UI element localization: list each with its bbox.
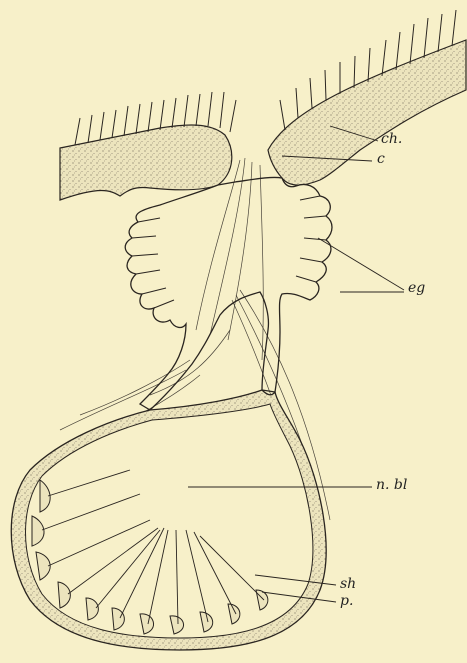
label-cuticle: ch. [381, 131, 402, 147]
label-sensory-hair: sh [340, 576, 356, 592]
label-canal: c [377, 151, 385, 167]
label-nerve-bulb: n. bl [376, 477, 407, 493]
label-epithelial-gland: eg [408, 280, 425, 296]
glandular-chamber-wall [125, 177, 332, 410]
label-sensory-cell: p. [340, 593, 353, 609]
nerve-bulb-inner [26, 404, 313, 638]
